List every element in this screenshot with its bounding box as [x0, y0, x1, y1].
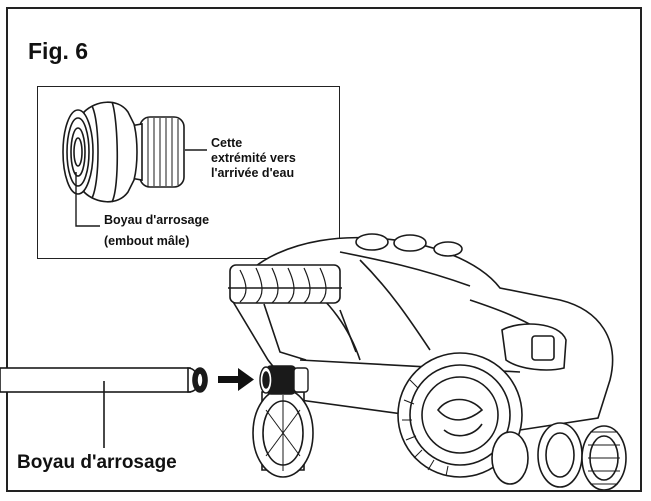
connector-inset-box	[37, 86, 340, 259]
water-inlet-label-line1: Cette	[211, 136, 243, 150]
figure-title: Fig. 6	[28, 38, 89, 64]
garden-hose-label: Boyau d'arrosage	[17, 452, 177, 473]
water-inlet-label-line2: extrémité vers	[211, 151, 296, 165]
robot-hose-inlet	[259, 365, 309, 395]
hose-male-label-line2: (embout mâle)	[104, 234, 190, 248]
water-inlet-label-line3: l'arrivée d'eau	[211, 166, 295, 180]
hose-connector-icon	[62, 101, 185, 203]
garden-hose	[0, 367, 208, 393]
hose-male-label-line1: Boyau d'arrosage	[104, 213, 210, 227]
water-inlet-end-label: Cette extrémité vers l'arrivée d'eau	[211, 136, 296, 181]
callout-lines	[75, 149, 207, 227]
pool-robot-icon	[228, 233, 627, 491]
arrow-right-icon	[218, 368, 254, 391]
